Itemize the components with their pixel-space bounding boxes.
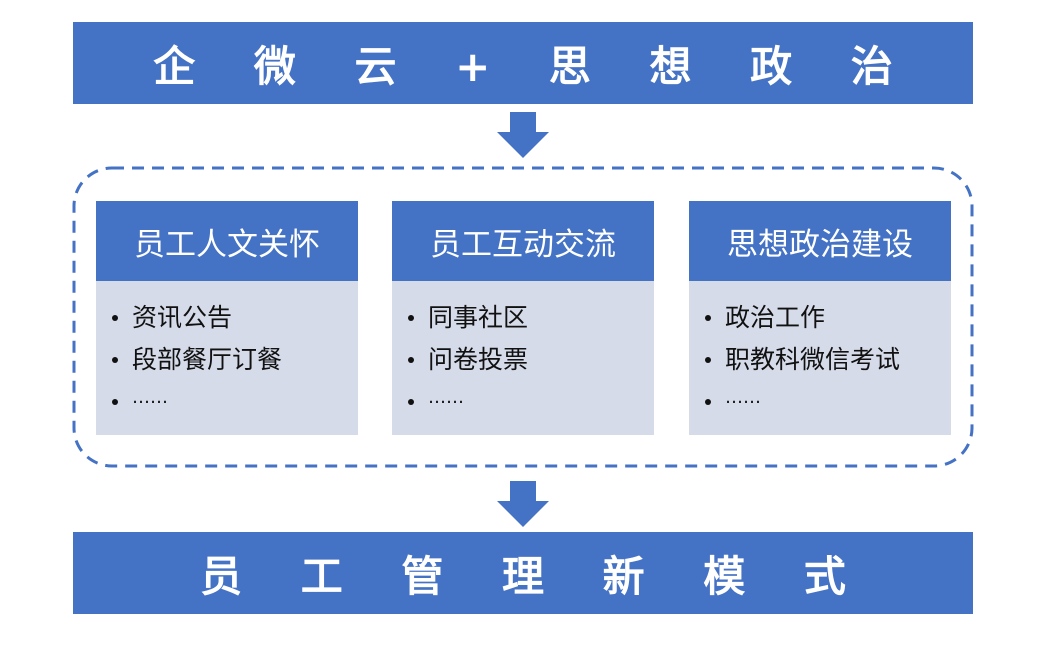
card-item-list: 资讯公告 段部餐厅订餐 …… [112, 297, 358, 423]
card-item-list: 政治工作 职教科微信考试 …… [705, 297, 951, 423]
card-item-list: 同事社区 问卷投票 …… [408, 297, 654, 423]
card-employee-care: 员工人文关怀 资讯公告 段部餐厅订餐 …… [96, 201, 358, 435]
list-item-text: …… [132, 387, 168, 408]
card-title: 员工互动交流 [392, 201, 654, 281]
card-body: 政治工作 职教科微信考试 …… [689, 281, 951, 435]
bullet-icon [112, 357, 118, 363]
list-item: 资讯公告 [112, 297, 358, 339]
list-item: …… [408, 381, 654, 423]
card-body: 同事社区 问卷投票 …… [392, 281, 654, 435]
bullet-icon [408, 315, 414, 321]
list-item-text: 同事社区 [428, 303, 529, 332]
bullet-icon [705, 399, 711, 405]
list-item-text: 段部餐厅订餐 [132, 345, 283, 374]
bullet-icon [112, 399, 118, 405]
down-arrow-icon [497, 112, 549, 158]
list-item-text: 职教科微信考试 [725, 345, 901, 374]
list-item: 政治工作 [705, 297, 951, 339]
list-item: 段部餐厅订餐 [112, 339, 358, 381]
list-item: …… [112, 381, 358, 423]
list-item: …… [705, 381, 951, 423]
card-employee-interaction: 员工互动交流 同事社区 问卷投票 …… [392, 201, 654, 435]
bullet-icon [705, 315, 711, 321]
top-banner: 企 微 云 + 思 想 政 治 [73, 22, 973, 104]
bullet-icon [408, 357, 414, 363]
bullet-icon [705, 357, 711, 363]
list-item-text: 资讯公告 [132, 303, 233, 332]
list-item-text: 问卷投票 [428, 345, 529, 374]
list-item: 同事社区 [408, 297, 654, 339]
list-item: 职教科微信考试 [705, 339, 951, 381]
card-ideological-political: 思想政治建设 政治工作 职教科微信考试 …… [689, 201, 951, 435]
bullet-icon [112, 315, 118, 321]
list-item-text: 政治工作 [725, 303, 826, 332]
down-arrow-icon [497, 481, 549, 527]
bottom-banner: 员 工 管 理 新 模 式 [73, 532, 973, 614]
list-item-text: …… [725, 387, 761, 408]
card-title: 员工人文关怀 [96, 201, 358, 281]
list-item-text: …… [428, 387, 464, 408]
list-item: 问卷投票 [408, 339, 654, 381]
card-body: 资讯公告 段部餐厅订餐 …… [96, 281, 358, 435]
card-title: 思想政治建设 [689, 201, 951, 281]
bullet-icon [408, 399, 414, 405]
